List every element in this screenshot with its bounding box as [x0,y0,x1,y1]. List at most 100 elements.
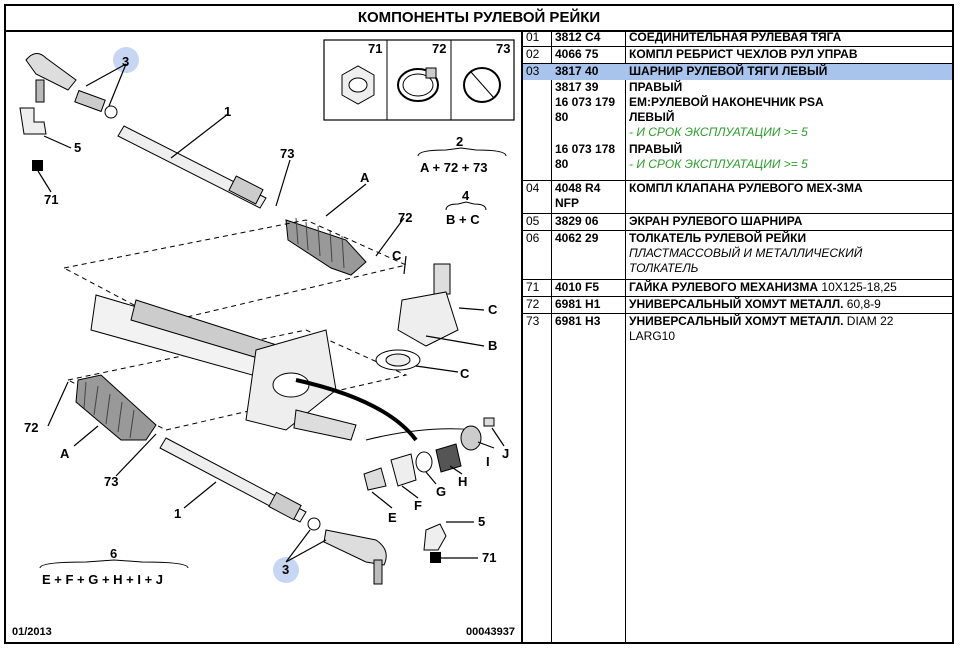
parts-row-05[interactable]: 05 3829 06 ЭКРАН РУЛЕВОГО ШАРНИРА [523,214,952,231]
callout-1-bottom: 1 [174,506,181,521]
row-number: 06 [526,231,540,245]
callout-73-top: 73 [280,146,294,161]
sub-ref: 16 073 179 [555,95,616,109]
row-ref: 6981 H3 [555,314,601,328]
row-desc-extra: DIAM 22 [843,314,894,328]
parts-row-01[interactable]: 01 3812 C4 СОЕДИНИТЕЛЬНАЯ РУЛЕВАЯ ТЯГА [523,30,952,47]
callout-f: F [414,498,422,513]
parts-list: 01 3812 C4 СОЕДИНИТЕЛЬНАЯ РУЛЕВАЯ ТЯГА 0… [523,30,952,642]
callout-73-bottom: 73 [104,474,118,489]
callout-labels: 3 1 5 71 73 A 72 C C B C 72 A 73 1 3 E F… [24,54,509,577]
diagram-date: 01/2013 [12,626,52,638]
row-number: 05 [526,214,540,228]
parts-row-72[interactable]: 72 6981 H1 УНИВЕРСАЛЬНЫЙ ХОМУТ МЕТАЛЛ. 6… [523,297,952,314]
callout-e: E [388,510,397,525]
formula-6-number: 6 [110,546,117,561]
row-number: 02 [526,47,540,61]
callout-72-bottom: 72 [24,420,38,435]
row-desc: СОЕДИНИТЕЛЬНАЯ РУЛЕВАЯ ТЯГА [629,30,842,44]
row-desc: ШАРНИР РУЛЕВОЙ ТЯГИ ЛЕВЫЙ [629,64,828,78]
leader-lines [37,63,505,563]
parts-row-71[interactable]: 71 4010 F5 ГАЙКА РУЛЕВОГО МЕХАНИЗМА 10Х1… [523,280,952,297]
callout-3-top: 3 [122,54,129,69]
row-desc: ЭКРАН РУЛЕВОГО ШАРНИРА [629,214,803,228]
bellows-boot-top [285,217,367,276]
callout-g: G [436,484,446,499]
row-highlight [523,64,952,80]
callout-i: I [486,454,490,469]
row-ref: 3817 40 [555,64,599,78]
row-desc-extra: 60,8-9 [843,297,881,311]
row-ref: 6981 H1 [555,297,601,311]
inset-label-72: 72 [432,41,446,56]
formula-4-expr: B + C [446,212,480,227]
inset-label-71: 71 [368,41,382,56]
sub-desc: ЛЕВЫЙ [629,110,675,124]
tie-rod-end-bottom [323,529,387,585]
sub-ref: 3817 39 [555,80,599,94]
formula-2-expr: A + 72 + 73 [420,160,487,175]
row-ref: 4048 R4 [555,181,601,195]
row-desc-2: LARG10 [629,329,676,343]
callout-3-bottom: 3 [282,562,289,577]
formula-4: 4 B + C [445,188,487,227]
row-ref: 4062 29 [555,231,599,245]
highlight-circle-bottom [273,557,299,583]
tie-rod-top [117,125,267,209]
inset-label-73: 73 [496,41,510,56]
row-number: 04 [526,181,540,195]
row-desc-extra: 10Х125-18,25 [818,280,897,294]
row-desc: УНИВЕРСАЛЬНЫЙ ХОМУТ МЕТАЛЛ. [629,297,844,311]
formula-4-number: 4 [462,188,470,203]
callout-71-bottom: 71 [482,550,496,565]
bellows-boot-bottom [75,374,157,441]
clamp-inset: 71 72 73 [323,39,515,121]
diagram-number: 00043937 [466,626,515,638]
parts-row-06[interactable]: 06 4062 29 ТОЛКАТЕЛЬ РУЛЕВОЙ РЕЙКИ ПЛАСТ… [523,231,952,280]
callout-c-3: C [460,366,470,381]
catalog-frame: КОМПОНЕНТЫ РУЛЕВОЙ РЕЙКИ 71 72 73 [4,4,954,644]
tie-rod-bottom [159,437,321,531]
parts-row-03[interactable]: 03 3817 40 ШАРНИР РУЛЕВОЙ ТЯГИ ЛЕВЫЙ 381… [523,64,952,181]
row-number: 71 [526,280,540,294]
row-number: 01 [526,30,540,44]
callout-c-1: C [392,248,402,263]
callout-5-bottom: 5 [478,514,485,529]
callout-c-2: C [488,302,498,317]
sub-ref: 16 073 178 [555,142,616,156]
sub-desc: ПРАВЫЙ [629,142,683,156]
row-desc: ТОЛКАТЕЛЬ РУЛЕВОЙ РЕЙКИ [629,231,807,245]
sub-ref: 80 [555,110,569,124]
row-desc: УНИВЕРСАЛЬНЫЙ ХОМУТ МЕТАЛЛ. [629,314,844,328]
rack-yoke-kit [363,417,495,491]
row-desc: КОМПЛ РЕБРИСТ ЧЕХЛОВ РУЛ УПРАВ [629,47,858,61]
sub-desc: ПРАВЫЙ [629,80,683,94]
parts-row-02[interactable]: 02 4066 75 КОМПЛ РЕБРИСТ ЧЕХЛОВ РУЛ УПРА… [523,47,952,64]
formula-6: 6 E + F + G + H + I + J [39,546,189,587]
row-ref: 3829 06 [555,214,599,228]
row-number: 72 [526,297,540,311]
row-number: 73 [526,314,540,328]
sub-condition: - И СРОК ЭКСПЛУАТАЦИИ >= 5 [629,157,808,171]
sub-condition: - И СРОК ЭКСПЛУАТАЦИИ >= 5 [629,125,808,139]
callout-h: H [458,474,467,489]
parts-row-73[interactable]: 73 6981 H3 УНИВЕРСАЛЬНЫЙ ХОМУТ МЕТАЛЛ. D… [523,314,952,642]
rack-housing [90,294,357,441]
callout-j: J [502,446,509,461]
formula-6-expr: E + F + G + H + I + J [42,572,163,587]
callout-5-top: 5 [74,140,81,155]
parts-row-04[interactable]: 04 4048 R4 NFP КОМПЛ КЛАПАНА РУЛЕВОГО МЕ… [523,181,952,214]
row-ref: 4010 F5 [555,280,600,294]
row-ref: 3812 C4 [555,30,601,44]
row-number: 03 [526,64,540,78]
sub-desc: ЕМ:РУЛЕВОЙ НАКОНЕЧНИК PSA [629,95,824,109]
callout-a-bottom: A [60,446,70,461]
row-desc: КОМПЛ КЛАПАНА РУЛЕВОГО МЕХ-ЗМА [629,181,863,195]
highlight-circle-top [113,47,139,73]
shield-bracket-bottom [423,523,447,563]
callout-71-top: 71 [44,192,58,207]
tie-rod-end-top [25,53,118,119]
formula-2-number: 2 [456,134,463,149]
callout-b: B [488,338,497,353]
row-desc: ГАЙКА РУЛЕВОГО МЕХАНИЗМА [629,280,819,294]
